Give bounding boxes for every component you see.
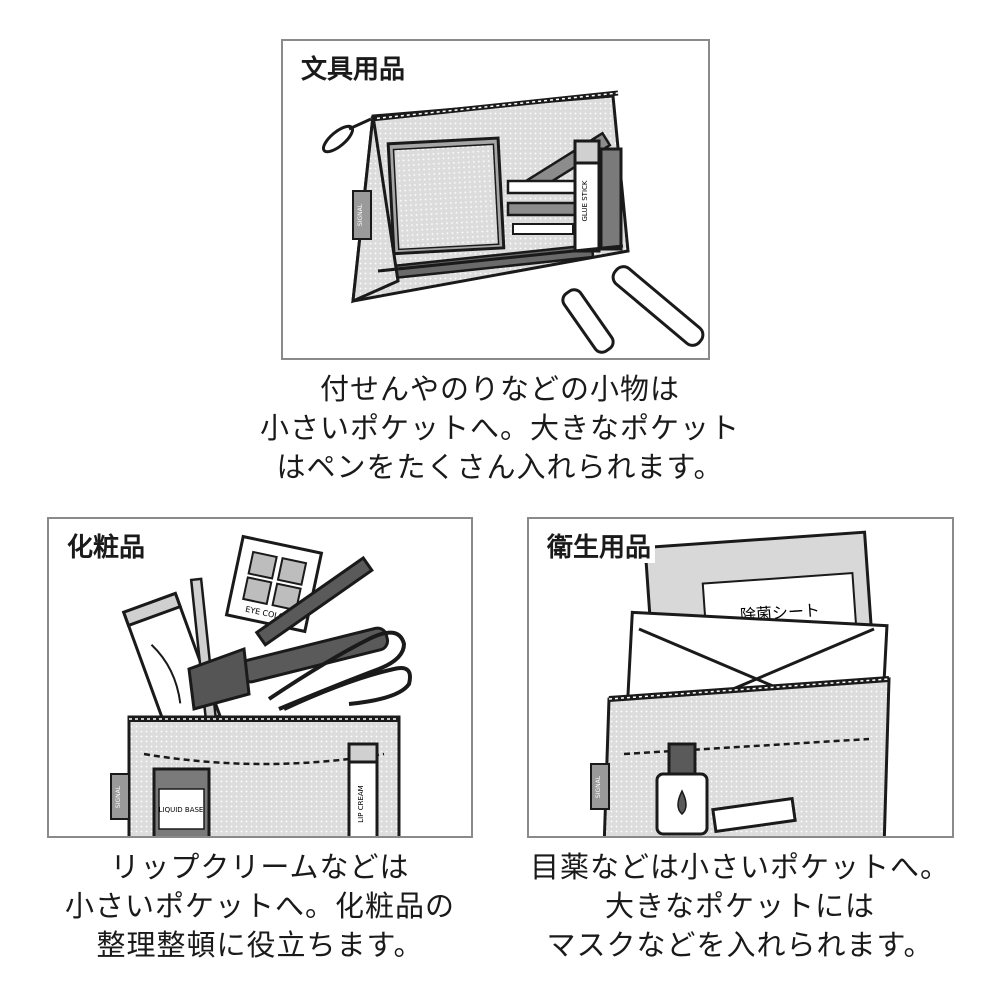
glue-stick: GLUE STICK — [573, 139, 601, 253]
svg-text:LIQUID BASE: LIQUID BASE — [159, 806, 204, 814]
caption-line: 目薬などは小さいポケットへ。 — [529, 850, 950, 884]
caption-line: 付せんやのりなどの小物は — [319, 372, 680, 406]
brand-tag — [352, 190, 372, 240]
brand-tag — [590, 763, 610, 810]
makeup-brush — [187, 626, 390, 711]
svg-text:SIGNAL: SIGNAL — [357, 203, 364, 226]
hygiene-caption: 目薬などは小さいポケットへ。 大きなポケットには マスクなどを入れられます。 — [510, 848, 970, 965]
caption-line: 小さいポケットへ。化粧品の — [64, 889, 455, 923]
cream-tube — [711, 796, 797, 834]
liquid-base-bottle: LIQUID BASE — [152, 767, 211, 836]
svg-text:GLUE STICK: GLUE STICK — [581, 180, 589, 221]
zipper-pull-icon — [321, 117, 372, 154]
caption-line: リップクリームなどは — [110, 850, 410, 884]
panel-title: 化粧品 — [63, 533, 150, 563]
stationery-panel: GLUE STICK SIGNAL 文具用品 — [281, 39, 710, 360]
cosmetics-panel: EYE COLOR LIQUID BASE — [47, 517, 473, 838]
svg-text:SIGNAL: SIGNAL — [115, 785, 122, 808]
svg-text:SIGNAL: SIGNAL — [595, 775, 602, 798]
hygiene-panel: 除菌シート SIGNAL 衛生用品 — [527, 517, 954, 838]
loose-pens — [561, 265, 705, 354]
svg-text:LIP CREAM: LIP CREAM — [357, 785, 365, 822]
cosmetics-illustration: EYE COLOR LIQUID BASE — [110, 534, 412, 836]
caption-line: 整理整頓に役立ちます。 — [96, 928, 424, 962]
hygiene-illustration: 除菌シート SIGNAL — [590, 530, 891, 836]
cosmetics-caption: リップクリームなどは 小さいポケットへ。化粧品の 整理整頓に役立ちます。 — [30, 848, 490, 965]
lip-cream: LIP CREAM — [347, 742, 379, 836]
caption-line: 大きなポケットには — [604, 889, 875, 923]
eye-drops-bottle — [655, 742, 709, 836]
stationery-caption: 付せんやのりなどの小物は 小さいポケットへ。大きなポケット はペンをたくさん入れ… — [260, 370, 740, 487]
brand-tag — [110, 773, 130, 820]
eyeliner — [254, 555, 374, 647]
caption-line: マスクなどを入れられます。 — [546, 928, 934, 962]
panel-title: 衛生用品 — [543, 533, 656, 563]
caption-line: 小さいポケットへ。大きなポケット — [260, 411, 741, 445]
stationery-illustration: GLUE STICK SIGNAL — [321, 90, 705, 354]
caption-line: はペンをたくさん入れられます。 — [276, 450, 724, 484]
panel-title: 文具用品 — [297, 55, 410, 85]
